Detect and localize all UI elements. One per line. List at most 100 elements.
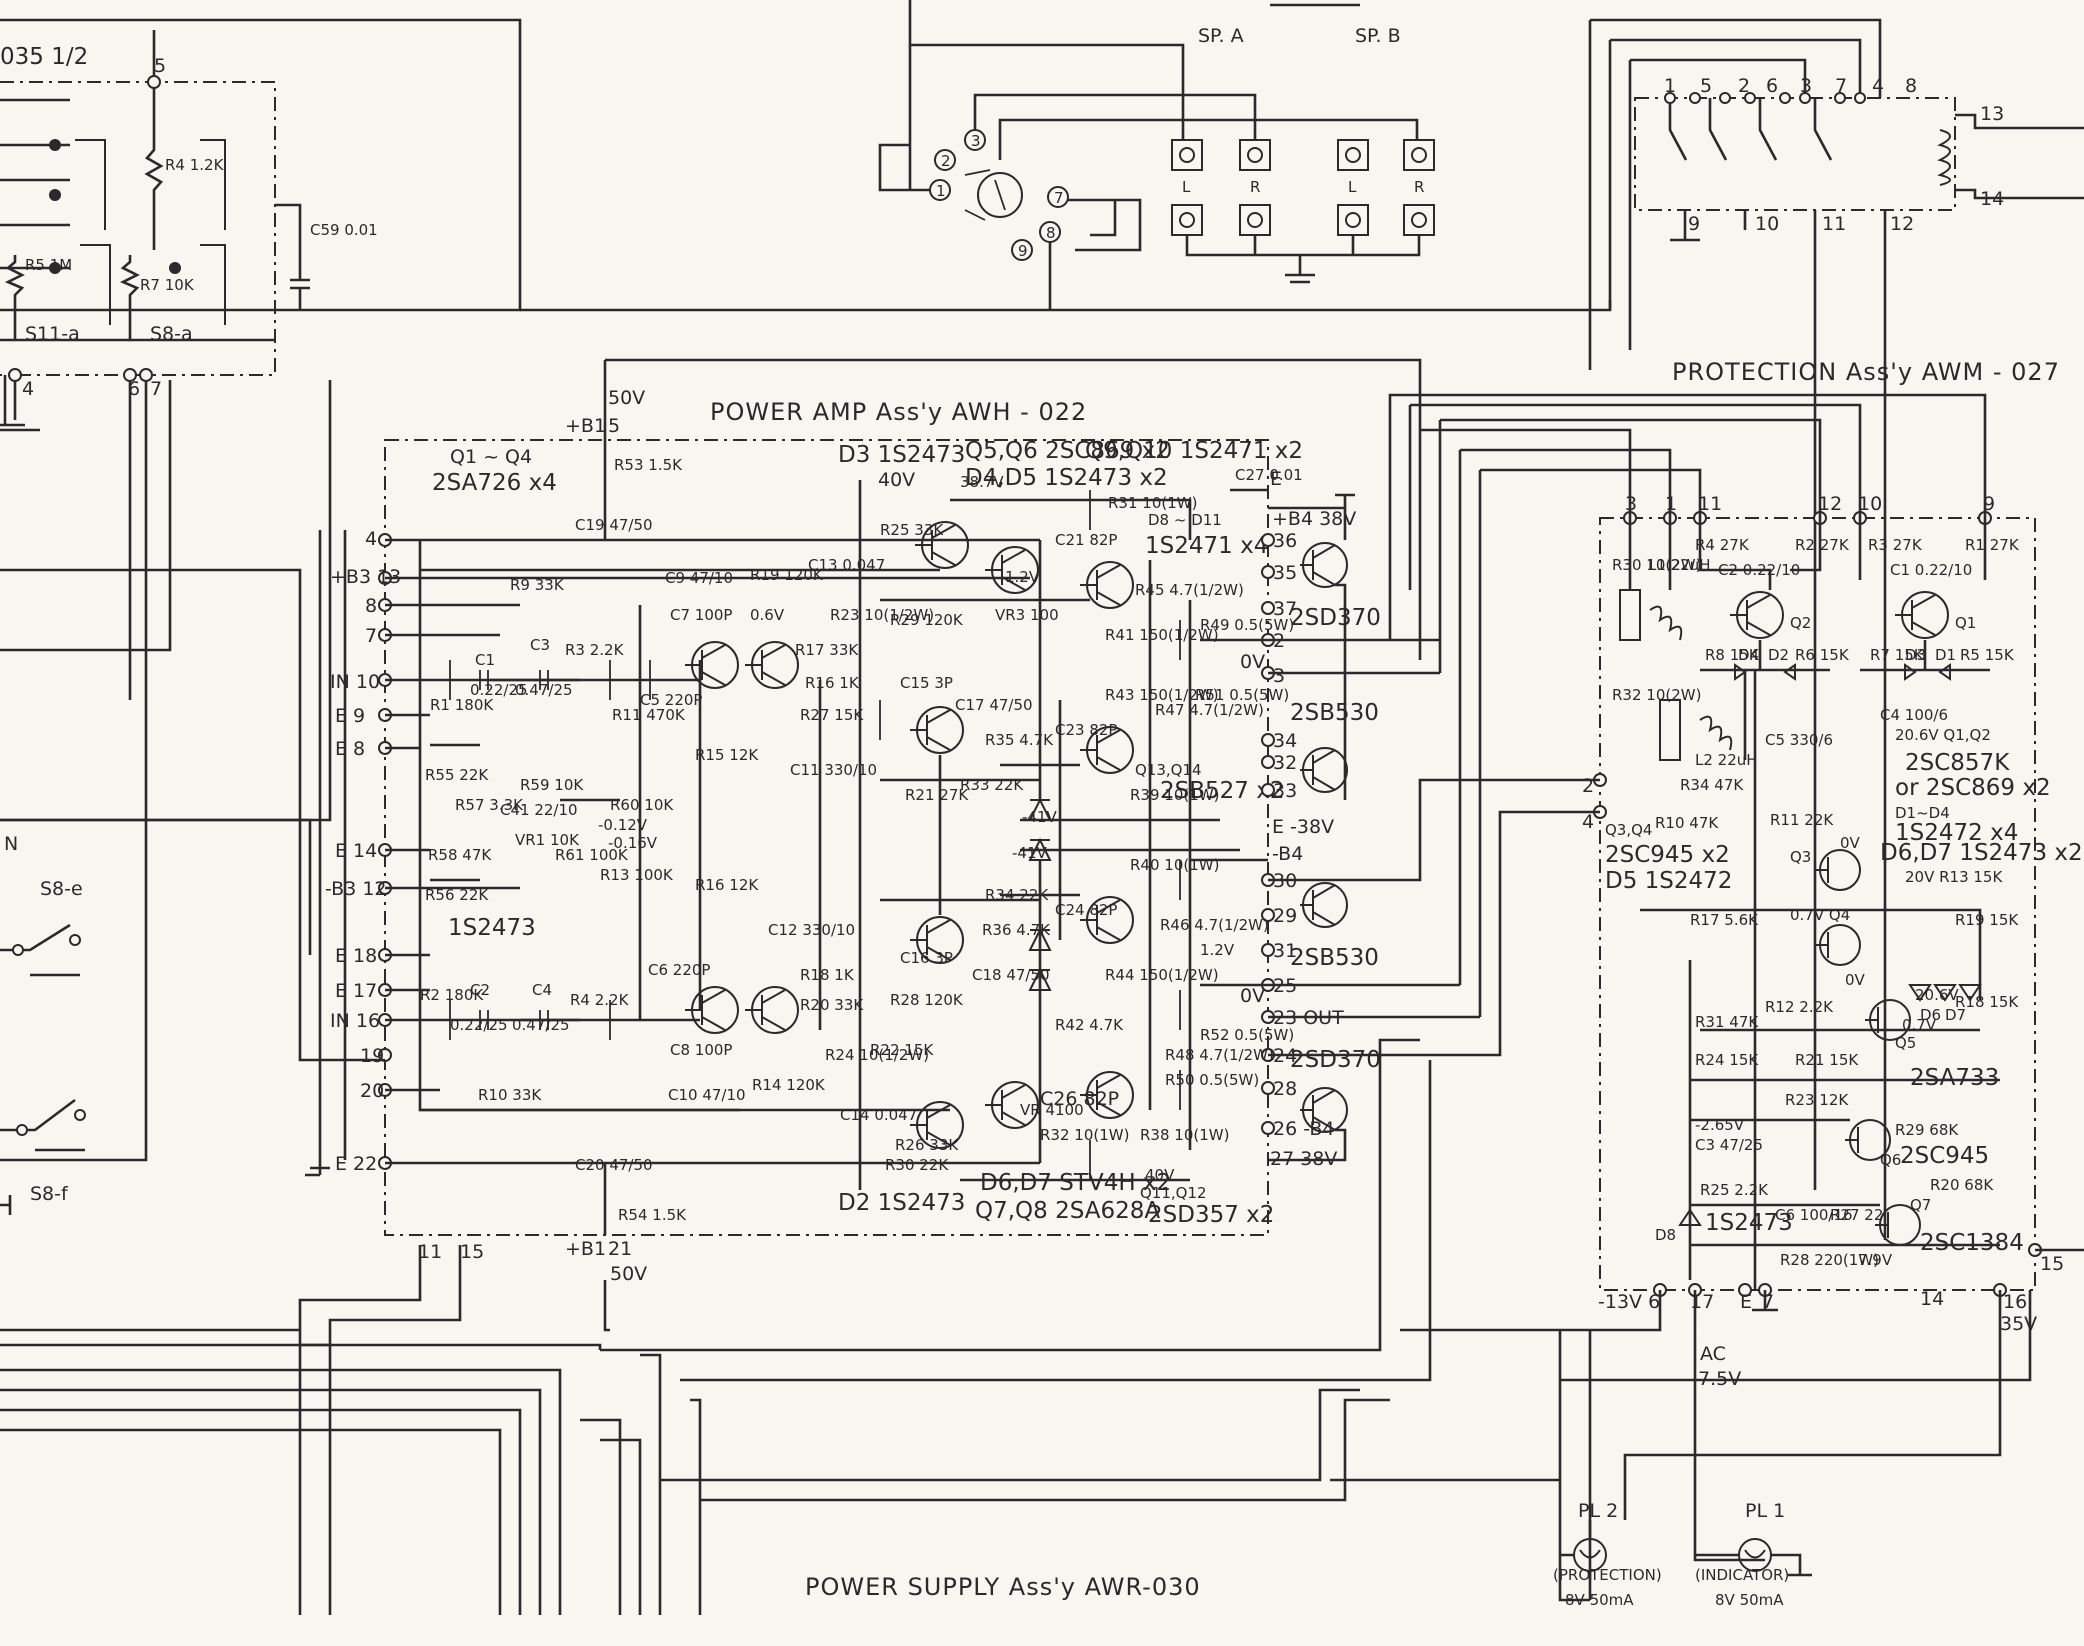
output-pin: 0V [1240,985,1265,1007]
semiconductor-label: 1S2473 [448,915,536,941]
protection-label: R31 47K [1695,1013,1759,1031]
supply-label: 5 [608,415,620,437]
component-label: R14 120K [752,1076,826,1094]
protection-label: L2 22uH [1695,751,1758,769]
component-label: R38 10(1W) [1140,1126,1229,1144]
protection-label: -2.65V [1695,1116,1745,1134]
component-label: 1.2V [1200,941,1235,959]
supply-label: +B1 [565,1238,606,1260]
supply-label: +B4 38V [1272,508,1356,530]
semiconductor-label: D2 1S2473 [838,1190,965,1216]
protection-label: Q5 [1895,1034,1916,1052]
component-label: C24 82P [1055,901,1117,919]
protection-assembly: PROTECTION Ass'y AWM - 027 3 1 11 12 10 … [1268,358,2084,1562]
relay-pin: 2 [1738,75,1750,97]
component-label: R1 180K [430,696,494,714]
protection-label: 1S2473 [1705,1210,1793,1236]
protection-label: R23 12K [1785,1091,1849,1109]
protection-title: PROTECTION Ass'y AWM - 027 [1672,358,2060,386]
protection-label: R21 15K [1795,1051,1859,1069]
protection-label: 0V [1845,971,1866,989]
output-pin: 33 [1273,780,1297,802]
supply-label: -B4 [1272,843,1303,865]
protection-label: D8 [1655,1226,1676,1244]
semiconductor-label: Q9,Q10 1S2471 x2 [1085,438,1303,464]
component-label: R42 4.7K [1055,1016,1124,1034]
protection-label: R17 5.6K [1690,911,1759,929]
component-label: C12 330/10 [768,921,855,939]
protection-pin: E [1740,1291,1752,1313]
supply-label: E [1270,468,1282,490]
speaker-terminal-block [1171,139,1435,236]
protection-label: Q6 [1880,1151,1901,1169]
component-label: 0.47/25 [515,681,573,699]
output-pin: 26 -B4 [1273,1118,1335,1140]
protection-label: R32 10(2W) [1612,686,1701,704]
component-label: VR1 10K [515,831,580,849]
protection-label: Q3 [1790,848,1811,866]
component-label: R48 4.7(1/2W) [1165,1046,1274,1064]
component-label: R46 4.7(1/2W) [1160,916,1269,934]
component-label: C41 22/10 [500,801,578,819]
component-label: R36 4.7K [982,921,1051,939]
component-label: R51 0.5(5W) [1195,686,1289,704]
corner-fragment-label: 035 1/2 [0,44,88,70]
component-label: 0.47/25 [512,1016,570,1034]
protection-label: C6 100/16 [1775,1206,1853,1224]
component-label: R10 33K [478,1086,542,1104]
component-label: C6 220P [648,961,710,979]
component-label: -0.16V [608,834,658,852]
component-label: R50 0.5(5W) [1165,1071,1259,1089]
component-label: 40V [1145,1166,1175,1184]
protection-label: 2 [1582,775,1594,797]
semiconductor-label: 2SD357 x2 [1148,1202,1274,1228]
protection-label: or 2SC869 x2 [1895,775,2051,801]
component-label: R28 120K [890,991,964,1009]
relay-pin: 12 [1890,213,1914,235]
semiconductor-label: 2SA726 x4 [432,470,557,496]
protection-label: R24 15K [1695,1051,1759,1069]
relay-pin: 11 [1822,213,1846,235]
component-label: R44 150(1/2W) [1105,966,1219,984]
output-pin: 35 [1273,562,1297,584]
component-label: C10 47/10 [668,1086,746,1104]
component-label: C5 220P [640,691,702,709]
supply-label: +B1 [565,415,606,437]
protection-pin: 17 [1690,1291,1714,1313]
component-label: C15 3P [900,674,953,692]
output-pin: 29 [1273,905,1297,927]
protection-label: 2SA733 [1910,1065,1999,1091]
relay-coil-pin: 13 [1980,103,2004,125]
supply-label: 11 [418,1241,442,1263]
left-panel-label: S8-e [40,878,83,900]
protection-label: R29 68K [1895,1121,1959,1139]
left-panel-label: R5 1M [25,256,72,274]
protection-label: L1 22uH [1648,556,1711,574]
component-label: R22 15K [870,1041,934,1059]
component-label: C1 [475,651,495,669]
protection-pin: 14 [1920,1288,1944,1310]
protection-label: Q1 [1955,614,1976,632]
supply-label: C19 47/50 [575,516,653,534]
protection-label: 4 [1582,811,1594,833]
component-label: C4 [532,981,552,999]
relay-block: 1 5 2 6 3 7 4 8 9 10 11 12 13 14 [1588,18,2084,1240]
relay-pin: 10 [1755,213,1779,235]
protection-label: R20 68K [1930,1176,1994,1194]
pin-label: IN 10 [330,671,380,693]
semiconductor-label: 1S2471 x4 [1145,533,1268,559]
left-panel-terminal: 7 [150,378,162,400]
component-label: R29 120K [890,611,964,629]
output-pin: 36 [1273,530,1297,552]
protection-label: R8 15K [1705,646,1760,664]
component-label: R45 4.7(1/2W) [1135,581,1244,599]
component-label: C7 100P [670,606,732,624]
protection-label: R12 2.2K [1765,998,1834,1016]
pin-label: 8 [365,595,377,617]
left-panel-terminal: 6 [128,378,140,400]
component-label: R4 2.2K [570,991,630,1009]
protection-label: 20.6V Q1,Q2 [1895,726,1991,744]
relay-pin: 9 [1688,213,1700,235]
protection-label: 0.7V Q4 [1790,906,1850,924]
protection-label: R10 47K [1655,814,1719,832]
